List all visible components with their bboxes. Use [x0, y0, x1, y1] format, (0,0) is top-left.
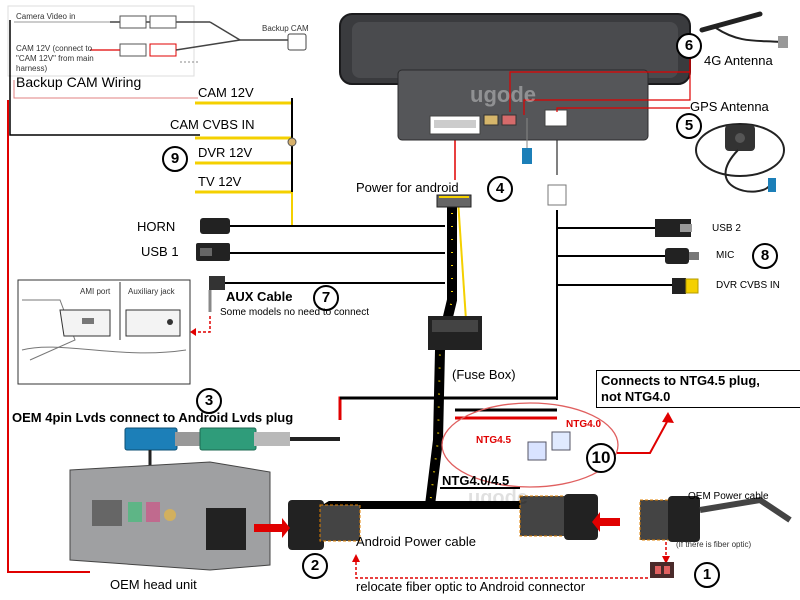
ntg-note-box: Connects to NTG4.5 plug, not NTG4.0 [596, 370, 800, 408]
ntg-note-line1: Connects to NTG4.5 plug, [601, 373, 760, 388]
relocate-fiber-note: relocate fiber optic to Android connecto… [356, 579, 586, 594]
number-9-badge: 9 [162, 146, 188, 172]
oem-head-unit-drawing [69, 461, 271, 571]
aux-cable-title: AUX Cable [226, 289, 293, 304]
dvr12v-label: DVR 12V [198, 145, 253, 160]
backup-cam-wiring-sketch [7, 5, 307, 77]
4g-antenna-label: 4G Antenna [704, 53, 773, 68]
number-6-badge: 6 [676, 33, 702, 59]
horn-label: HORN [137, 219, 176, 234]
tv12v-label: TV 12V [198, 174, 242, 189]
left-yellow-wires [195, 98, 297, 226]
oem-power-cable-label: OEM Power cable [688, 491, 769, 502]
lvds-label: OEM 4pin Lvds connect to Android Lvds pl… [12, 410, 294, 425]
number-3-badge: 3 [196, 388, 222, 414]
aux-plug [209, 276, 225, 290]
usb1-label: USB 1 [141, 244, 179, 259]
aux-jack-label: Auxiliary jack [128, 287, 175, 296]
ami-port-label: AMI port [80, 287, 111, 296]
gps-antenna-drawing [695, 123, 785, 193]
fiber-note: (If there is fiber optic) [676, 540, 752, 549]
number-10-badge: 10 [586, 443, 616, 473]
android-power-cable-label: Android Power cable [356, 534, 476, 549]
ntg-callout [441, 402, 619, 488]
dvr-cvbs-in-label: DVR CVBS IN [716, 280, 780, 291]
android-power-connectors [288, 494, 792, 550]
usb1-plug [196, 243, 230, 261]
android-screen-drawing [339, 13, 691, 141]
cam-cvbs-in-label: CAM CVBS IN [170, 117, 255, 132]
backup-cam-label: Backup CAM [262, 24, 309, 33]
backup-cam-wiring-title: Backup CAM Wiring [16, 74, 142, 90]
main-harness-trunk [425, 199, 467, 506]
aux-note: Some models no need to connect [220, 307, 369, 318]
mic-label: MIC [716, 250, 735, 261]
ntg40-label: NTG4.0 [566, 419, 602, 430]
fuse-box-label: (Fuse Box) [452, 367, 516, 382]
gps-antenna-label: GPS Antenna [690, 99, 769, 114]
ntg45-label: NTG4.5 [476, 435, 512, 446]
usb2-plug [655, 219, 691, 237]
dvr-rca-plug [672, 278, 686, 294]
number-8-badge: 8 [752, 243, 778, 269]
mic-plug [665, 248, 689, 264]
4g-antenna-drawing [699, 11, 788, 48]
power-for-android-label: Power for android [356, 180, 459, 195]
ntg40-45-label: NTG4.0/4.5 [442, 473, 510, 488]
oem-head-unit-label: OEM head unit [110, 577, 197, 592]
cam12v-note: CAM 12V (connect to "CAM 12V" from main … [16, 44, 94, 73]
watermark-top: ugode [470, 82, 536, 107]
watermark-bottom: ugode [468, 487, 528, 509]
number-2-badge: 2 [302, 553, 328, 579]
cam12v-label: CAM 12V [198, 85, 254, 100]
number-5-badge: 5 [676, 113, 702, 139]
camera-video-in-label: Camera Video in [16, 12, 76, 21]
ntg-note-line2: not NTG4.0 [601, 389, 671, 404]
horn-plug [200, 218, 230, 234]
number-1-badge: 1 [694, 562, 720, 588]
number-7-badge: 7 [313, 285, 339, 311]
number-4-badge: 4 [487, 176, 513, 202]
usb2-label: USB 2 [712, 223, 741, 234]
